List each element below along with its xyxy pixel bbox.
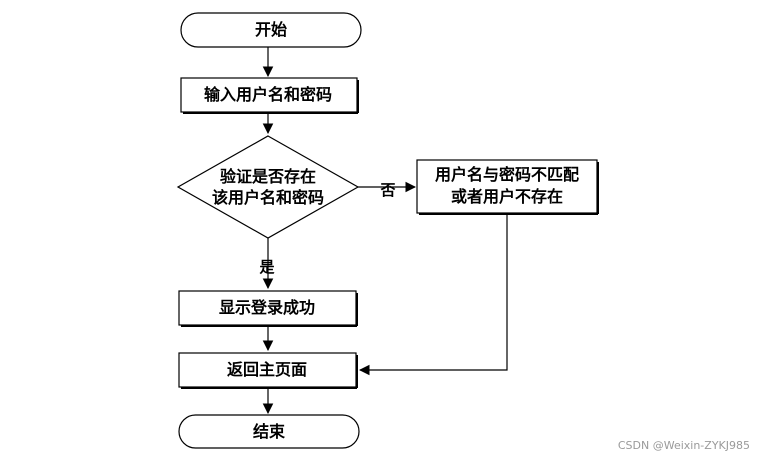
watermark: CSDN @Weixin-ZYKJ985: [617, 439, 750, 452]
end-node: 结束: [178, 414, 360, 449]
decision-label-line2: 该用户名和密码: [212, 188, 324, 207]
decision-node: 验证是否存在 该用户名和密码: [176, 135, 360, 239]
connector-error-to-back: [358, 214, 508, 376]
input-label: 输入用户名和密码: [204, 85, 332, 104]
no-label: 否: [379, 181, 395, 199]
error-label-line2: 或者用户不存在: [451, 187, 563, 206]
start-label: 开始: [255, 20, 287, 39]
yes-label: 是: [258, 258, 275, 276]
back-node: 返回主页面: [178, 352, 358, 389]
end-label: 结束: [252, 422, 286, 441]
success-label: 显示登录成功: [219, 298, 315, 317]
back-label: 返回主页面: [227, 360, 307, 379]
error-label-line1: 用户名与密码不匹配: [435, 165, 579, 184]
input-node: 输入用户名和密码: [180, 77, 359, 114]
decision-label-line1: 验证是否存在: [220, 167, 316, 186]
error-node: 用户名与密码不匹配 或者用户不存在: [416, 159, 599, 215]
success-node: 显示登录成功: [178, 290, 358, 327]
start-node: 开始: [180, 12, 362, 48]
